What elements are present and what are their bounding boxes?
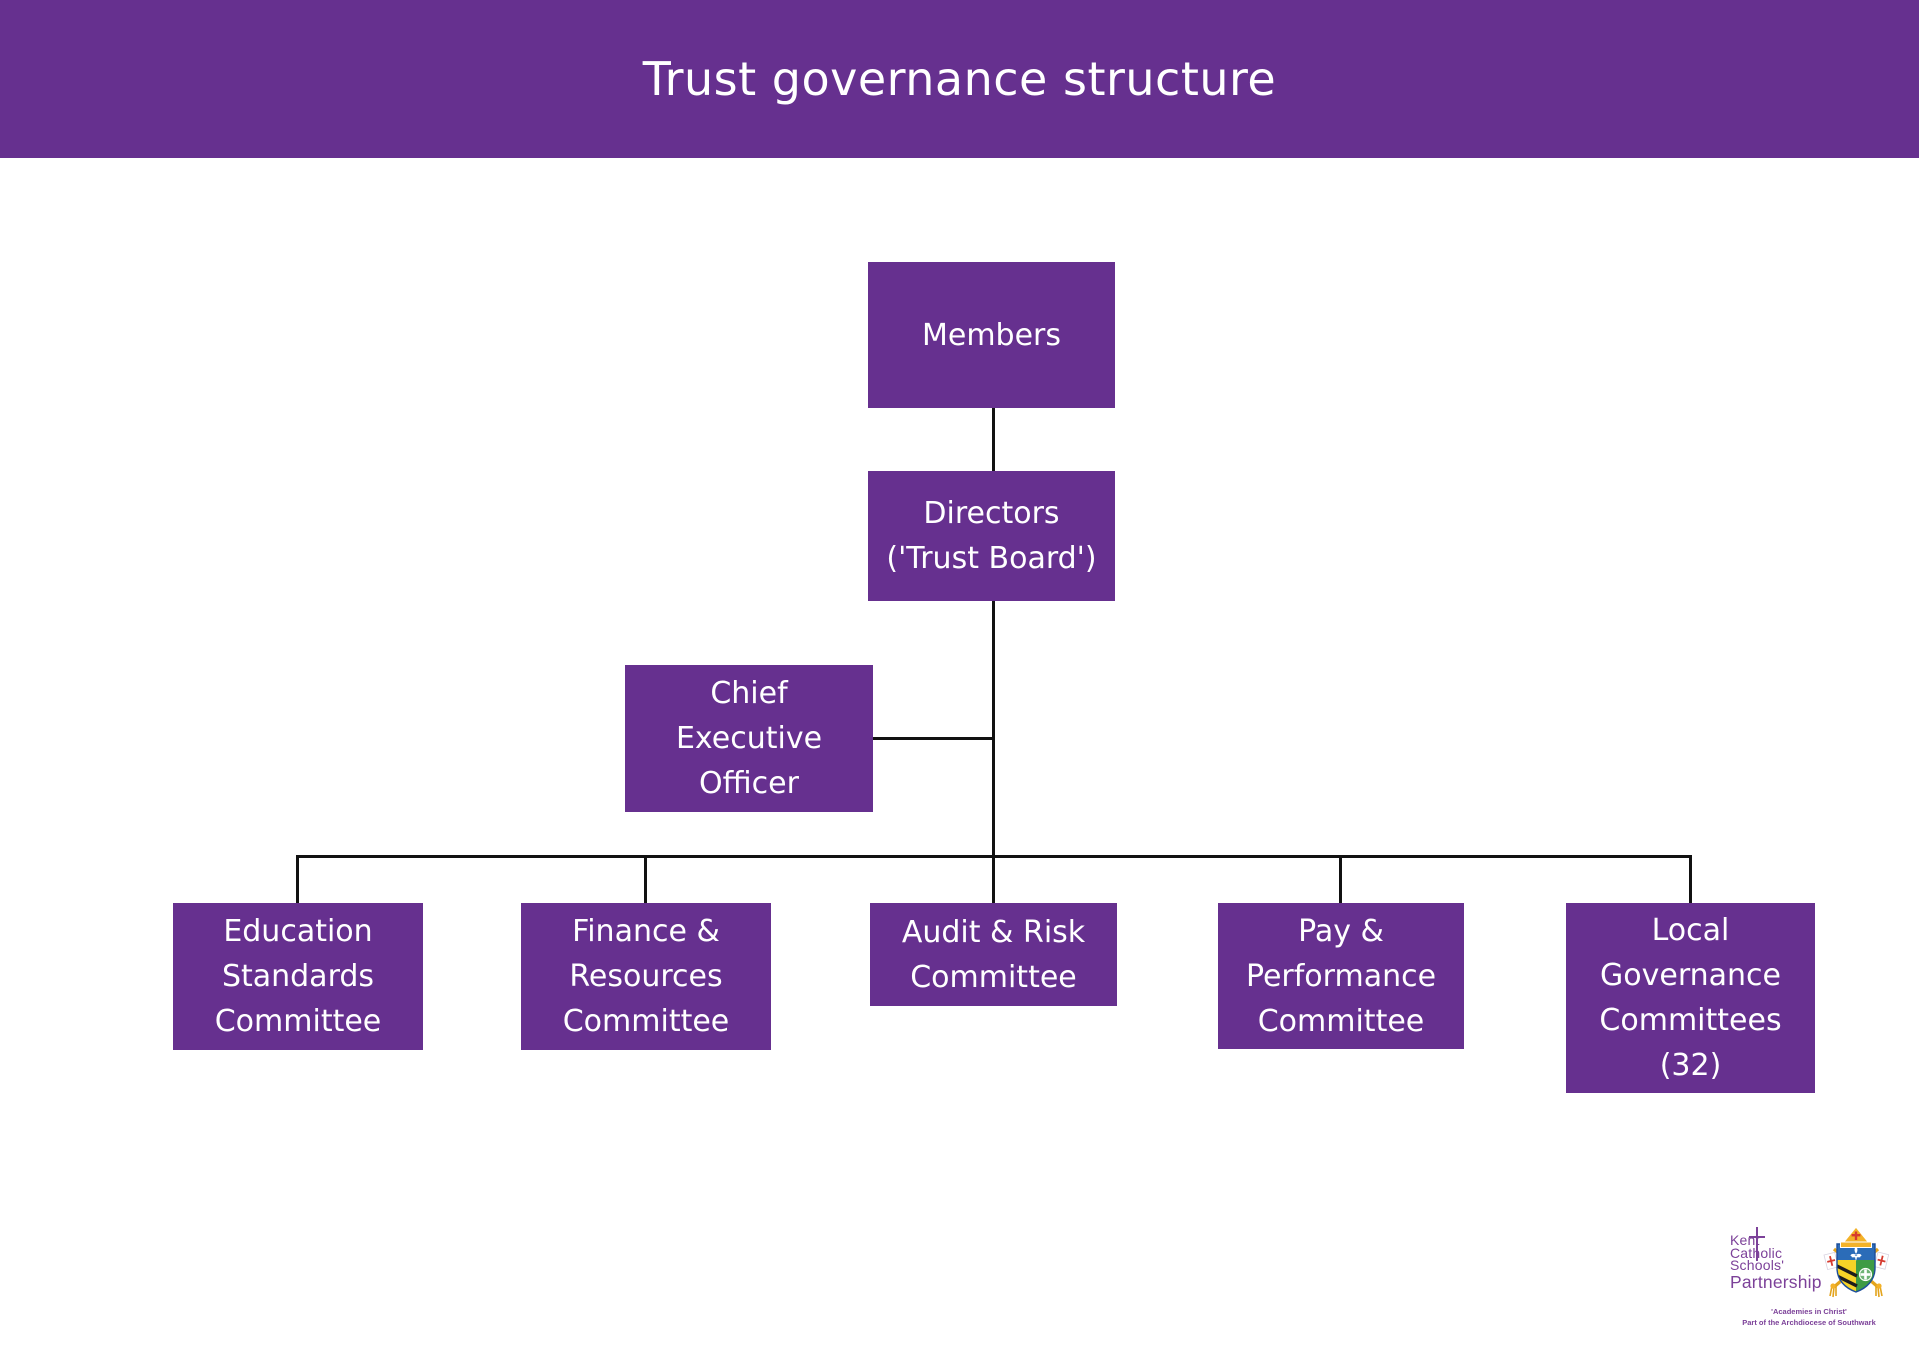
connector-drop-education — [296, 855, 299, 903]
page-title: Trust governance structure — [642, 52, 1277, 106]
node-audit-risk-committee: Audit & Risk Committee — [870, 903, 1117, 1006]
connector-trunk — [992, 601, 995, 903]
node-chief-executive-officer: Chief Executive Officer — [625, 665, 873, 812]
node-directors-label: Directors ('Trust Board') — [886, 496, 1097, 576]
node-audit-label: Audit & Risk Committee — [901, 914, 1086, 995]
cross-icon — [1756, 1227, 1759, 1261]
node-members: Members — [868, 262, 1115, 408]
node-directors-trust-board: Directors ('Trust Board') — [868, 471, 1115, 601]
kcsp-logo-wordmark: Kent Catholic Schools' Partnership — [1730, 1233, 1822, 1292]
node-pay-performance-committee: Pay & Performance Committee — [1218, 903, 1464, 1049]
node-local-governance-committees: Local Governance Committees (32) — [1566, 903, 1815, 1093]
kcsp-tagline-archdiocese: Part of the Archdiocese of Southwark — [1742, 1318, 1876, 1327]
header-banner: Trust governance structure — [0, 0, 1919, 158]
connector-drop-local — [1689, 855, 1692, 903]
node-ceo-label: Chief Executive Officer — [675, 676, 823, 801]
cross-icon-bar — [1749, 1236, 1765, 1239]
node-local-label: Local Governance Committees (32) — [1599, 913, 1782, 1083]
kcsp-logo: Kent Catholic Schools' Partnership — [1702, 1224, 1902, 1340]
kcsp-logo-taglines: 'Academies in Christ' Part of the Archdi… — [1716, 1306, 1902, 1328]
archdiocese-crest-icon — [1823, 1226, 1889, 1298]
node-finance-resources-committee: Finance & Resources Committee — [521, 903, 771, 1050]
connector-committee-bus — [296, 855, 1692, 858]
kcsp-logo-line-schools: Schools' — [1730, 1257, 1785, 1274]
kcsp-logo-line-catholic: Catholic — [1730, 1246, 1822, 1260]
connector-ceo-branch — [873, 737, 995, 740]
node-pay-label: Pay & Performance Committee — [1245, 913, 1437, 1039]
connector-drop-pay — [1339, 855, 1342, 903]
connector-drop-finance — [644, 855, 647, 903]
node-education-standards-committee: Education Standards Committee — [173, 903, 423, 1050]
node-members-label: Members — [921, 317, 1062, 353]
kcsp-logo-line-partnership: Partnership — [1730, 1271, 1822, 1292]
node-education-label: Education Standards Committee — [214, 914, 382, 1039]
connector-members-directors — [992, 408, 995, 471]
node-finance-label: Finance & Resources Committee — [562, 914, 730, 1039]
kcsp-tagline-academies: 'Academies in Christ' — [1771, 1307, 1847, 1316]
